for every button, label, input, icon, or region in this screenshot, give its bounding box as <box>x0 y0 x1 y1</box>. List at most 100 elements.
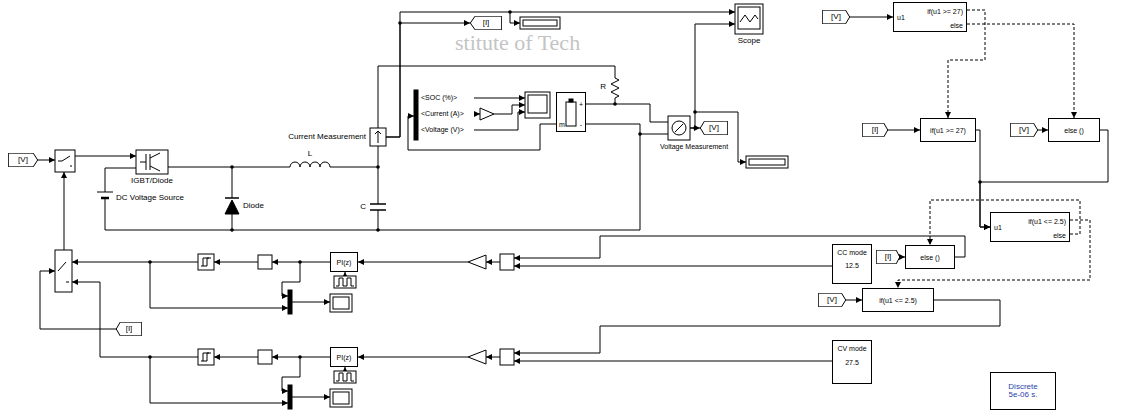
relay-block <box>198 349 214 365</box>
sum-block <box>258 350 272 364</box>
signal-line <box>695 112 746 162</box>
pulse-generator-block <box>334 371 356 383</box>
block-text: Discrete <box>1008 383 1037 391</box>
block-label: u1 <box>897 14 905 21</box>
igbt-block <box>136 150 168 174</box>
igbt-symbol <box>140 153 160 171</box>
multiport-switch-block <box>55 250 72 292</box>
sum-block <box>500 254 514 270</box>
tag-name: [V] <box>827 296 837 304</box>
block-text: else () <box>1064 127 1083 134</box>
block-label: CV mode <box>833 345 871 352</box>
power-wire <box>105 104 668 230</box>
dc-source-symbol <box>101 197 109 200</box>
goto-tag-outline <box>470 16 501 30</box>
current-arrow <box>375 131 381 143</box>
gain-block <box>468 350 486 364</box>
signal-line <box>358 262 468 263</box>
from-tag-outline <box>8 153 37 167</box>
signal-line <box>486 357 500 358</box>
signal-line <box>976 130 990 227</box>
signal-line <box>494 105 525 114</box>
constant-block: CC mode12.5 <box>832 244 872 284</box>
current-measurement-block: Current Measurement <box>370 128 386 146</box>
from-tag: [V] <box>8 153 38 167</box>
if-block: u1if(u1 <= 2.5)else <box>990 212 1070 242</box>
pulse-icon <box>336 373 354 381</box>
signal-line <box>38 160 55 161</box>
dc-source-symbol <box>97 192 113 193</box>
scope-block <box>525 92 550 118</box>
scope-screen <box>333 297 349 309</box>
power-wire <box>168 167 290 168</box>
block-text: else () <box>920 254 939 261</box>
block-label: <SOC (%)> <box>421 94 457 101</box>
block-label: <Voltage (V)> <box>421 126 464 133</box>
display-block <box>520 17 560 29</box>
signal-line <box>474 114 480 115</box>
from-tag-outline <box>818 293 845 307</box>
block-label: + <box>579 101 583 108</box>
signal-line <box>292 397 330 398</box>
action-subsystem: if(u1 <= 2.5) <box>862 288 934 312</box>
junction-dot <box>230 228 234 232</box>
block-label: else <box>950 22 963 29</box>
block-label: m <box>559 121 565 128</box>
signal-line <box>40 271 116 329</box>
signal-line <box>358 357 468 358</box>
battery-block: m+- <box>556 92 586 132</box>
signal-lines <box>38 12 1000 403</box>
from-tag: [I] <box>876 250 900 264</box>
gain-block <box>480 108 494 120</box>
inductor-symbol: L <box>290 160 330 174</box>
action-line <box>967 24 1074 118</box>
diode-symbol <box>225 197 239 199</box>
switch-icon <box>58 262 69 282</box>
block-label: if(u1 <= 2.5) <box>1028 218 1066 225</box>
signal-line <box>510 12 520 23</box>
sum-block <box>258 255 272 269</box>
block-label: R <box>600 83 606 91</box>
junction-dot <box>298 260 302 264</box>
from-tag-outline <box>822 10 849 24</box>
switch-block <box>55 150 75 172</box>
display-block <box>746 156 788 168</box>
capacitor-symbol: C <box>370 200 386 214</box>
action-subsystem: else () <box>905 245 955 269</box>
watermark: stitute of Tech <box>455 32 580 54</box>
signal-line <box>72 282 198 357</box>
gain-block <box>468 255 486 269</box>
block-text: if(u1 <= 2.5) <box>879 297 917 304</box>
mux-bar <box>288 290 292 314</box>
block-label: else <box>1053 232 1066 239</box>
signal-line <box>408 116 556 150</box>
battery-symbol <box>566 102 576 126</box>
scope-screen <box>738 7 760 29</box>
goto-tag: [I] <box>470 16 502 30</box>
scope-block <box>330 389 352 407</box>
constant-block: CV mode27.5 <box>832 340 872 384</box>
tag-name: [I] <box>885 253 892 261</box>
junction-dot <box>376 228 380 232</box>
block-label: DC Voltage Source <box>116 194 184 202</box>
resistor-symbol: R <box>610 74 620 100</box>
action-subsystem: if(u1 >= 27) <box>920 118 976 142</box>
voltage-measurement-block <box>668 116 690 140</box>
scope-trace <box>740 15 758 22</box>
signal-line <box>850 17 893 18</box>
block-text: PI(z) <box>337 354 352 361</box>
block-label: Diode <box>243 202 264 210</box>
block-text: PI(z) <box>337 259 352 266</box>
voltage-measurement-block: Voltage Measurement <box>668 116 690 140</box>
junction-dots <box>148 10 982 359</box>
diode-symbol: Diode <box>225 196 239 216</box>
tag-name: [V] <box>831 13 841 21</box>
diode-symbol <box>225 200 239 214</box>
tag-name: [V] <box>709 124 719 132</box>
display-window <box>749 159 785 165</box>
signal-line <box>75 156 136 157</box>
pi-controller: PI(z) <box>330 347 358 367</box>
tag-name: [I] <box>126 325 133 333</box>
